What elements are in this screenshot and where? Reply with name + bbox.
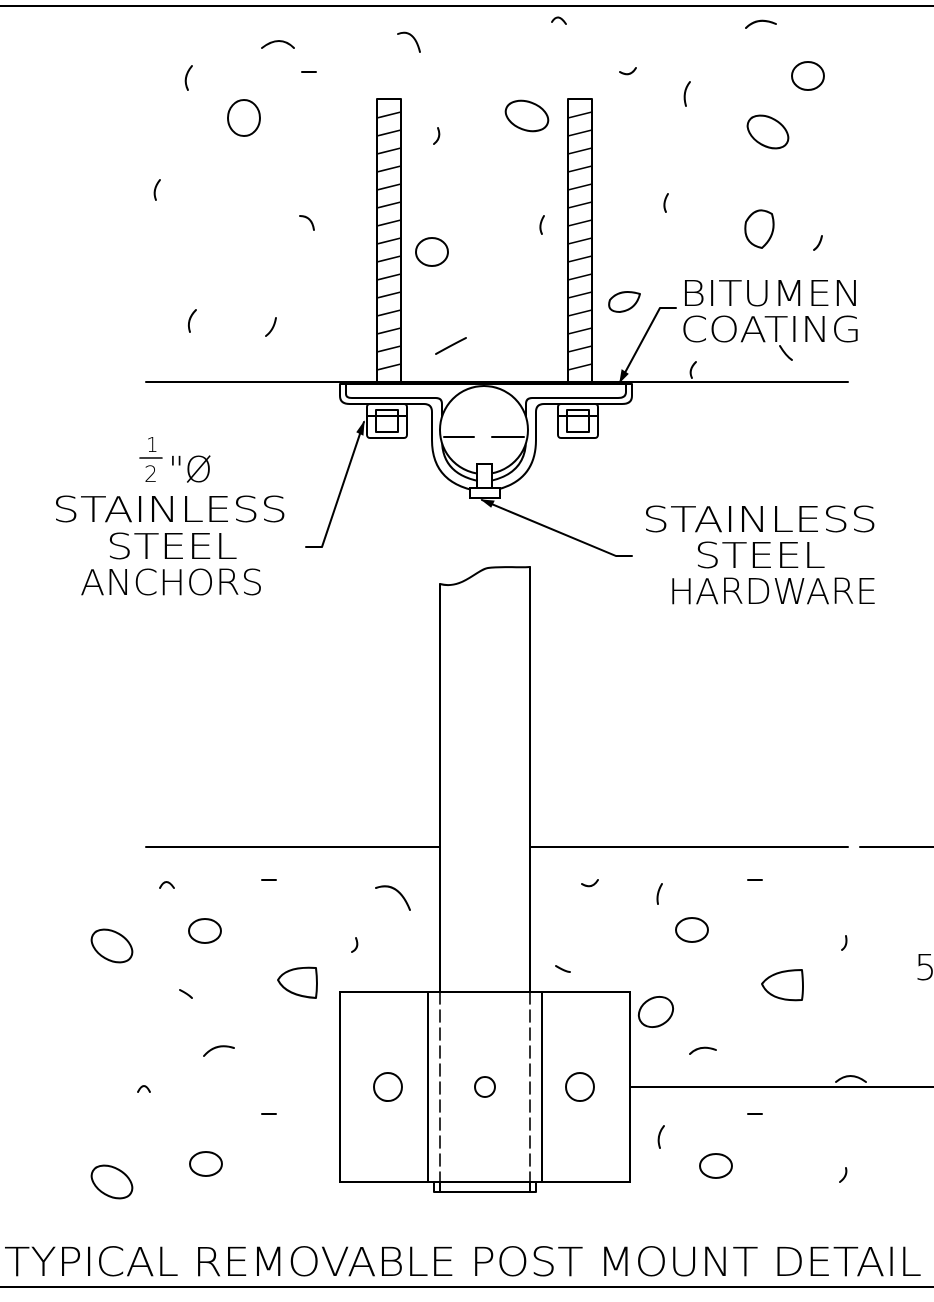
sleeve-bolt-center — [474, 1076, 496, 1098]
anchors-label-line2: STEEL — [106, 527, 238, 568]
bracket-bolt-hardware — [469, 463, 501, 499]
anchor-size-unit: "Ø — [168, 450, 213, 491]
post-section-circle — [439, 385, 529, 475]
hardware-label-line3: HARDWARE — [668, 572, 878, 613]
embedded-sleeve-block — [339, 991, 631, 1193]
leader-lines — [305, 307, 934, 1088]
hardware-leader — [481, 499, 633, 557]
right-anchor-nut — [557, 403, 599, 439]
right-threaded-anchor — [567, 98, 593, 384]
sleeve-bolt-right — [565, 1072, 595, 1102]
upper-concrete-aggregate — [153, 16, 825, 379]
hardware-label-line1: STAINLESS — [642, 500, 878, 541]
bitumen-leader — [619, 307, 677, 383]
left-threaded-anchor — [376, 98, 402, 384]
anchors-leader — [305, 421, 365, 548]
drawing-title: TYPICAL REMOVABLE POST MOUNT DETAIL — [4, 1240, 922, 1286]
hardware-label-line2: STEEL — [694, 536, 826, 577]
bitumen-label-line2: COATING — [680, 310, 862, 351]
left-anchor-nut — [366, 403, 408, 439]
bitumen-label-line1: BITUMEN — [680, 274, 862, 315]
anchor-size-denominator: 2 — [144, 463, 158, 488]
edge-partial-label: 5 — [914, 948, 934, 989]
anchor-size-numerator: 1 — [146, 433, 159, 457]
lower-concrete-aggregate — [90, 879, 867, 1200]
anchors-label-line1: STAINLESS — [52, 490, 288, 531]
anchors-label-line3: ANCHORS — [80, 563, 264, 604]
sleeve-bolt-left — [373, 1072, 403, 1102]
